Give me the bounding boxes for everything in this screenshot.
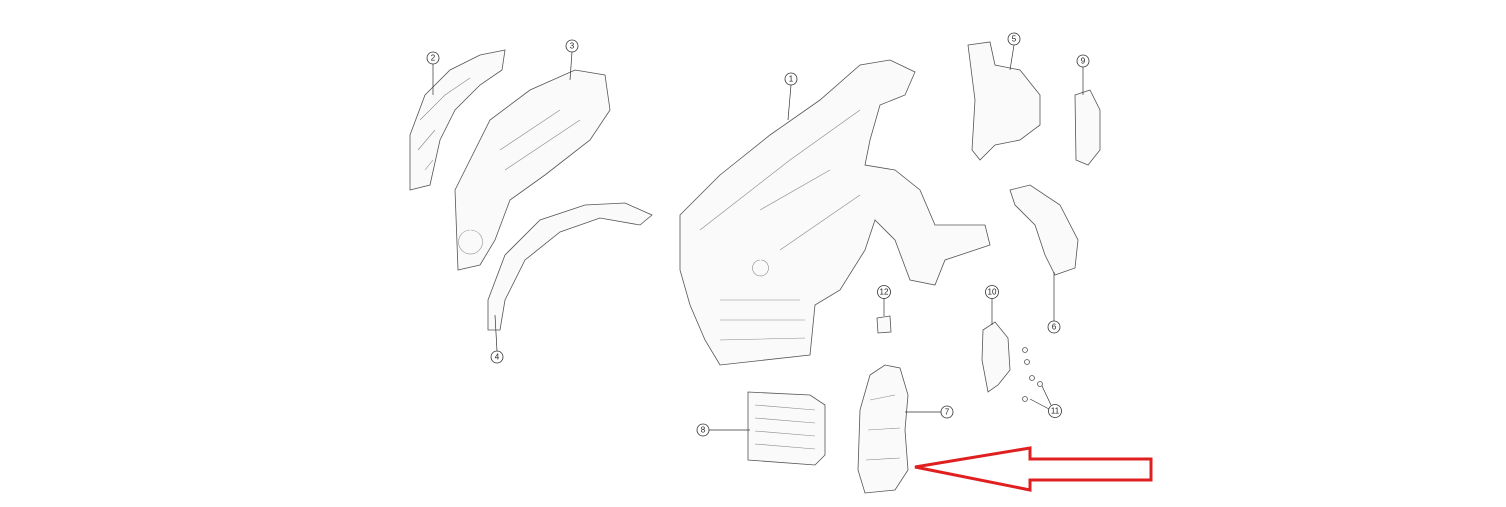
red-arrow-indicator — [914, 446, 1153, 492]
part-10-bracket — [981, 321, 1011, 393]
part-11-fasteners — [1022, 347, 1043, 402]
svg-text:5: 5 — [1012, 35, 1017, 44]
part-7-panel — [857, 364, 909, 494]
part-1-side-assembly — [679, 59, 991, 366]
part-4-wheelarch — [487, 202, 653, 331]
callout-7: 7 — [940, 405, 954, 419]
part-12-clip — [876, 315, 892, 334]
callout-5: 5 — [1007, 32, 1021, 46]
svg-text:12: 12 — [880, 288, 889, 297]
callout-3: 3 — [565, 39, 579, 53]
part-8-panel — [747, 391, 826, 466]
svg-text:1: 1 — [789, 75, 794, 84]
callout-11: 11 — [1048, 404, 1062, 418]
svg-text:10: 10 — [988, 288, 997, 297]
callout-8: 8 — [696, 423, 710, 437]
svg-text:8: 8 — [701, 426, 706, 435]
callout-10: 10 — [985, 285, 999, 299]
part-9-bracket — [1074, 89, 1101, 166]
part-3-inner-panel — [454, 69, 611, 271]
svg-text:11: 11 — [1051, 407, 1060, 416]
svg-text:6: 6 — [1052, 323, 1057, 332]
callout-9: 9 — [1076, 54, 1090, 68]
callout-2: 2 — [426, 51, 440, 65]
part-2-rail — [409, 49, 506, 191]
callout-1: 1 — [784, 72, 798, 86]
leader-lines — [432, 44, 1084, 431]
svg-text:2: 2 — [431, 54, 436, 63]
svg-text:9: 9 — [1081, 57, 1086, 66]
part-5-bracket — [967, 41, 1041, 161]
svg-text:3: 3 — [570, 42, 575, 51]
svg-text:7: 7 — [945, 408, 950, 417]
svg-text:4: 4 — [495, 353, 500, 362]
callout-4: 4 — [490, 350, 504, 364]
callout-12: 12 — [877, 285, 891, 299]
callout-6: 6 — [1047, 320, 1061, 334]
part-6-arch-liner — [1009, 184, 1079, 276]
